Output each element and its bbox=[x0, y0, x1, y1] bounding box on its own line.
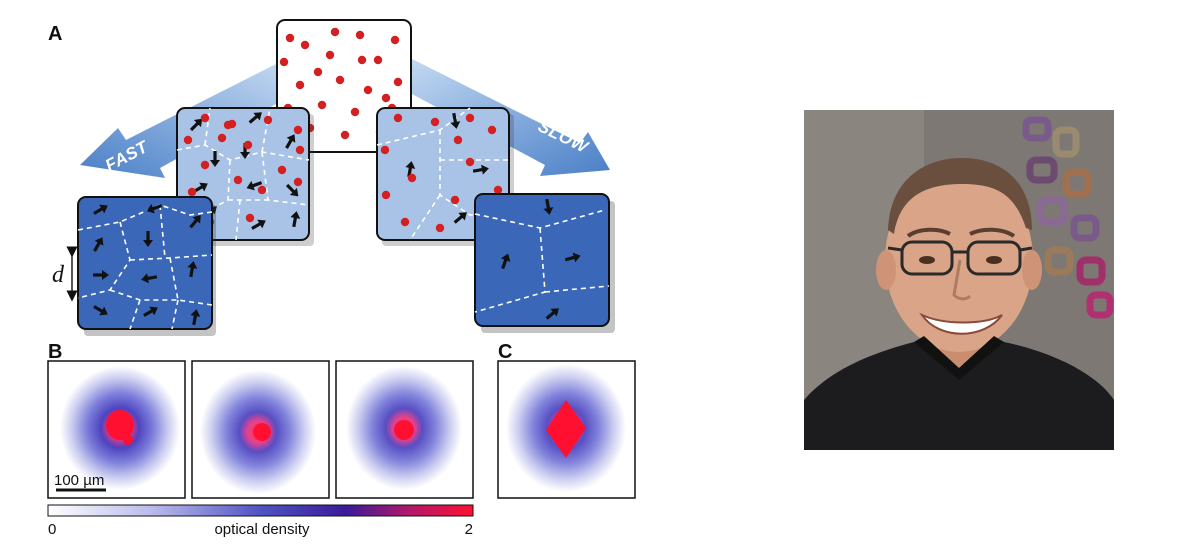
particle-dot bbox=[465, 157, 475, 167]
spin-arrow-icon bbox=[453, 212, 467, 224]
particle-dot bbox=[393, 113, 403, 123]
particle-dot bbox=[373, 55, 383, 65]
density-image-b1 bbox=[47, 360, 186, 499]
particle-dot bbox=[285, 33, 295, 43]
particle-dot bbox=[293, 177, 303, 187]
colorbar: 0 optical density 2 bbox=[47, 504, 474, 538]
domain-size-marker: d bbox=[52, 246, 78, 302]
particle-dot bbox=[430, 117, 440, 127]
spin-arrow-icon bbox=[93, 237, 104, 252]
particle-dot bbox=[300, 40, 310, 50]
particle-dot bbox=[330, 27, 340, 37]
spin-arrow-icon bbox=[189, 215, 201, 229]
particle-dot bbox=[390, 35, 400, 45]
particle-dot bbox=[340, 130, 350, 140]
particle-dot bbox=[325, 50, 335, 60]
wall-decoration bbox=[1022, 116, 1114, 319]
particle-dot bbox=[363, 85, 373, 95]
spin-arrows bbox=[500, 198, 581, 320]
domain-size-label: d bbox=[52, 262, 65, 288]
particle-dot bbox=[200, 113, 210, 123]
particle-dot bbox=[487, 125, 497, 135]
particle-dot bbox=[243, 140, 253, 150]
particle-dot bbox=[295, 80, 305, 90]
glasses bbox=[887, 240, 1033, 276]
particle-dot bbox=[465, 113, 475, 123]
spin-arrow-icon bbox=[210, 151, 220, 167]
particle-dot bbox=[407, 173, 417, 183]
spin-arrow-icon bbox=[248, 112, 262, 124]
panel-label-b: B bbox=[48, 341, 62, 363]
spin-arrows bbox=[93, 203, 201, 326]
particle-dot bbox=[357, 55, 367, 65]
particle-dot bbox=[317, 100, 327, 110]
spin-arrow-icon bbox=[564, 252, 581, 263]
portrait-photo bbox=[804, 110, 1114, 450]
particle-dot bbox=[355, 30, 365, 40]
particle-dots bbox=[380, 113, 503, 233]
spin-arrow-icon bbox=[543, 198, 554, 215]
spin-arrow-icon bbox=[187, 261, 198, 278]
person-portrait-icon bbox=[804, 110, 1114, 450]
particle-dot bbox=[493, 185, 503, 195]
particle-dot bbox=[400, 217, 410, 227]
spin-arrow-icon bbox=[472, 164, 489, 175]
scale-bar-label: 100 µm bbox=[54, 472, 104, 489]
spin-arrow-icon bbox=[500, 253, 511, 270]
particle-dot bbox=[313, 67, 323, 77]
spin-arrow-icon bbox=[290, 211, 301, 228]
particle-dot bbox=[393, 77, 403, 87]
spin-arrow-icon bbox=[143, 306, 158, 317]
slow-final-box bbox=[474, 193, 615, 333]
particle-dot bbox=[295, 145, 305, 155]
particle-dot bbox=[257, 185, 267, 195]
particle-dot bbox=[223, 120, 233, 130]
particle-dot bbox=[350, 107, 360, 117]
spin-arrow-icon bbox=[189, 118, 203, 132]
particle-dot bbox=[453, 135, 463, 145]
density-image-c bbox=[497, 360, 636, 499]
particle-dot bbox=[245, 213, 255, 223]
spin-arrow-icon bbox=[141, 273, 158, 284]
spin-arrow-icon bbox=[146, 203, 163, 214]
particle-dot bbox=[381, 190, 391, 200]
spin-arrow-icon bbox=[251, 219, 266, 230]
scale-bar: 100 µm bbox=[54, 472, 106, 492]
spin-arrow-icon bbox=[93, 270, 109, 280]
spin-arrow-icon bbox=[285, 183, 299, 197]
particle-dot bbox=[450, 195, 460, 205]
particle-dot bbox=[217, 133, 227, 143]
particle-dot bbox=[233, 175, 243, 185]
density-image-b2 bbox=[191, 360, 330, 499]
particle-dot bbox=[183, 135, 193, 145]
colorbar-min: 0 bbox=[48, 521, 56, 538]
spin-arrow-icon bbox=[450, 112, 461, 129]
panel-label-c: C bbox=[498, 341, 512, 363]
particle-dot bbox=[293, 125, 303, 135]
spin-arrow-icon bbox=[246, 180, 263, 191]
particle-dot bbox=[380, 145, 390, 155]
particle-dots bbox=[183, 113, 305, 227]
particle-dot bbox=[335, 75, 345, 85]
colorbar-max: 2 bbox=[465, 521, 473, 538]
spin-arrow-icon bbox=[285, 134, 296, 149]
spin-arrow-icon bbox=[190, 309, 201, 326]
density-image-b3 bbox=[335, 360, 474, 499]
spin-arrow-icon bbox=[545, 308, 559, 320]
fast-final-box bbox=[77, 196, 216, 336]
colorbar-label: optical density bbox=[214, 521, 310, 538]
particle-dot bbox=[200, 160, 210, 170]
spin-arrow-icon bbox=[93, 204, 108, 215]
spin-arrow-icon bbox=[143, 231, 153, 247]
particle-dot bbox=[277, 165, 287, 175]
particle-dot bbox=[187, 187, 197, 197]
particle-dot bbox=[263, 115, 273, 125]
panel-label-a: A bbox=[48, 23, 62, 45]
spin-arrow-icon bbox=[93, 305, 108, 316]
particle-dot bbox=[435, 223, 445, 233]
particle-dot bbox=[381, 93, 391, 103]
particle-dot bbox=[279, 57, 289, 67]
